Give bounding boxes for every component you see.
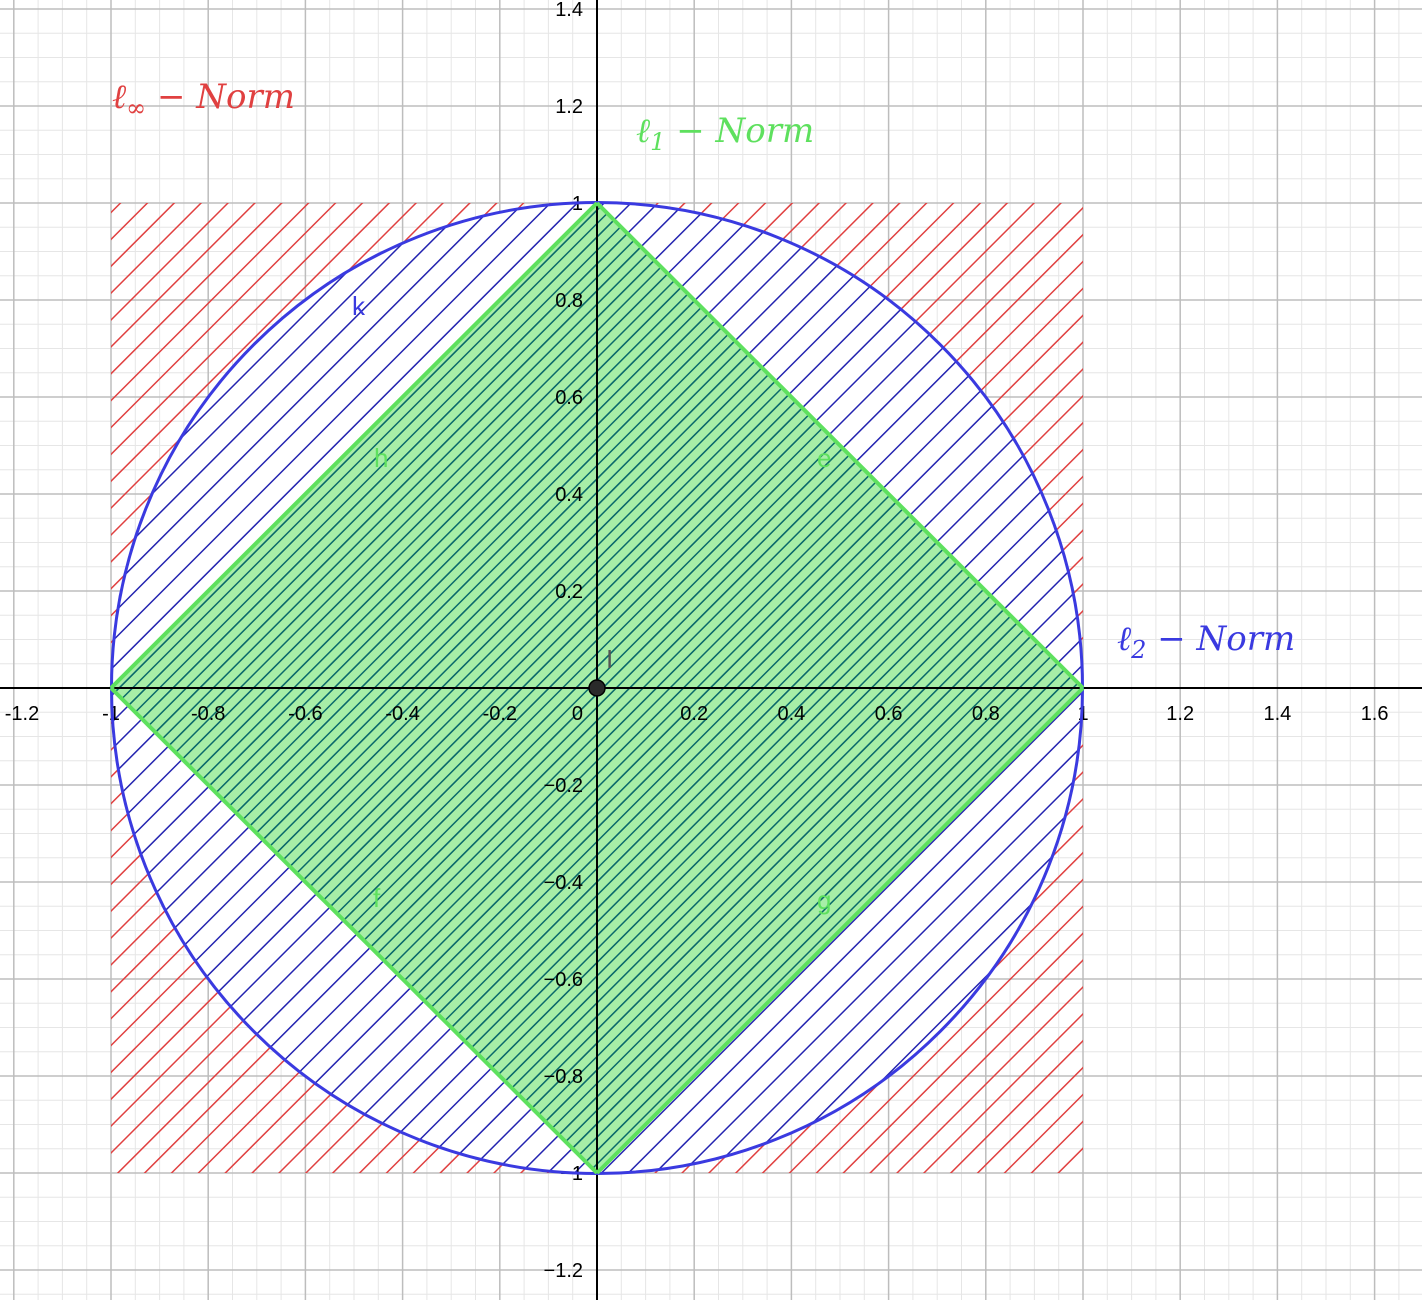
segment-f[interactable]: [109, 686, 599, 1175]
label-e: e: [817, 443, 831, 473]
x-tick-label: -0.4: [385, 703, 419, 725]
y-tick-label: 0.4: [555, 484, 583, 506]
x-tick-label: 1.2: [1166, 703, 1194, 725]
segment-e[interactable]: [595, 201, 1085, 690]
x-tick-label: 0.6: [875, 703, 903, 725]
l1-norm-text: − Norm: [665, 111, 814, 151]
l1-ell: ℓ: [636, 111, 650, 151]
y-tick-label: 1.4: [555, 0, 583, 21]
x-tick-label: -1.2: [5, 703, 39, 725]
y-tick-label: −0.2: [544, 775, 583, 797]
label-I: I: [606, 644, 613, 674]
x-tick-label: -0.6: [288, 703, 322, 725]
x-tick-label: 0.8: [972, 703, 1000, 725]
y-tick-label: −0.8: [544, 1066, 583, 1088]
l1-subscript: 1: [650, 128, 665, 156]
y-tick-label: −0.6: [544, 969, 583, 991]
x-tick-label: 0.2: [680, 703, 708, 725]
y-tick-label: 1.2: [555, 96, 583, 118]
l2-subscript: 2: [1130, 636, 1146, 664]
segment-h[interactable]: [109, 201, 599, 690]
x-tick-label: 1.6: [1361, 703, 1389, 725]
y-tick-label: 0.8: [555, 290, 583, 312]
linf-norm-label: ℓ∞ − Norm: [112, 77, 295, 122]
l1-norm-label: ℓ1 − Norm: [636, 111, 814, 156]
l2-ell: ℓ: [1117, 619, 1131, 659]
y-tick-label: −1.2: [544, 1260, 583, 1282]
linf-ell: ℓ: [112, 77, 126, 117]
linf-norm-text: − Norm: [146, 77, 295, 117]
label-k: k: [352, 291, 366, 321]
x-tick-label: -0.8: [191, 703, 225, 725]
y-tick-label: −0.4: [544, 872, 583, 894]
label-h: h: [374, 443, 388, 473]
y-tick-label: 0.2: [555, 581, 583, 603]
x-tick-label: 0: [572, 703, 583, 725]
label-f: f: [373, 883, 381, 913]
y-tick-label: 0.6: [555, 387, 583, 409]
point-I[interactable]: [588, 679, 606, 697]
x-tick-label: 1.4: [1263, 703, 1291, 725]
label-g: g: [817, 885, 831, 915]
l2-norm-text: − Norm: [1146, 619, 1295, 659]
segment-g[interactable]: [595, 686, 1085, 1175]
linf-subscript: ∞: [126, 94, 146, 122]
l2-norm-label: ℓ2 − Norm: [1117, 619, 1295, 664]
x-tick-label: -0.2: [483, 703, 517, 725]
x-tick-label: 0.4: [777, 703, 805, 725]
